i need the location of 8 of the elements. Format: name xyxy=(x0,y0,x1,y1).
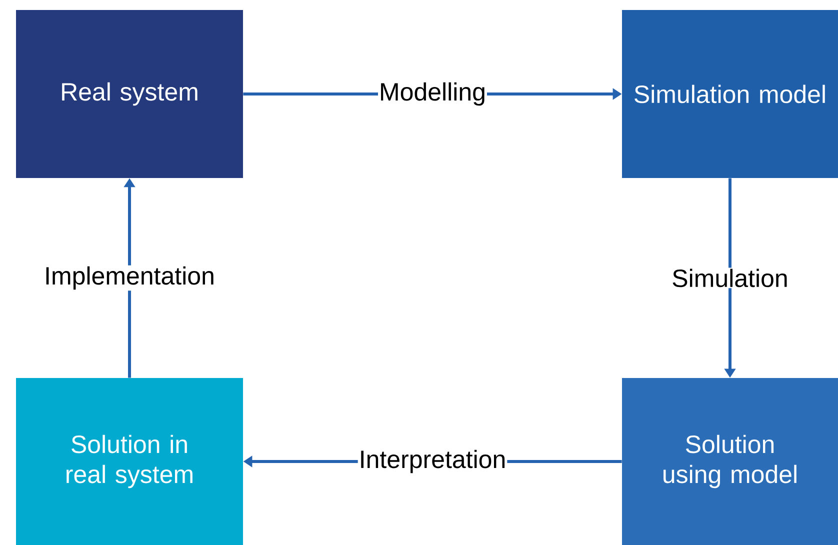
process-box: Solution using model xyxy=(622,378,838,545)
edge-label: Simulation xyxy=(670,268,790,288)
edge-label: Modelling xyxy=(378,81,487,107)
process-box: Simulation model xyxy=(622,10,838,178)
process-box: Solution in real system xyxy=(16,378,243,545)
edge-label: Interpretation xyxy=(358,448,508,474)
edge-label: Implementation xyxy=(43,265,216,291)
process-box: Real system xyxy=(16,10,243,178)
